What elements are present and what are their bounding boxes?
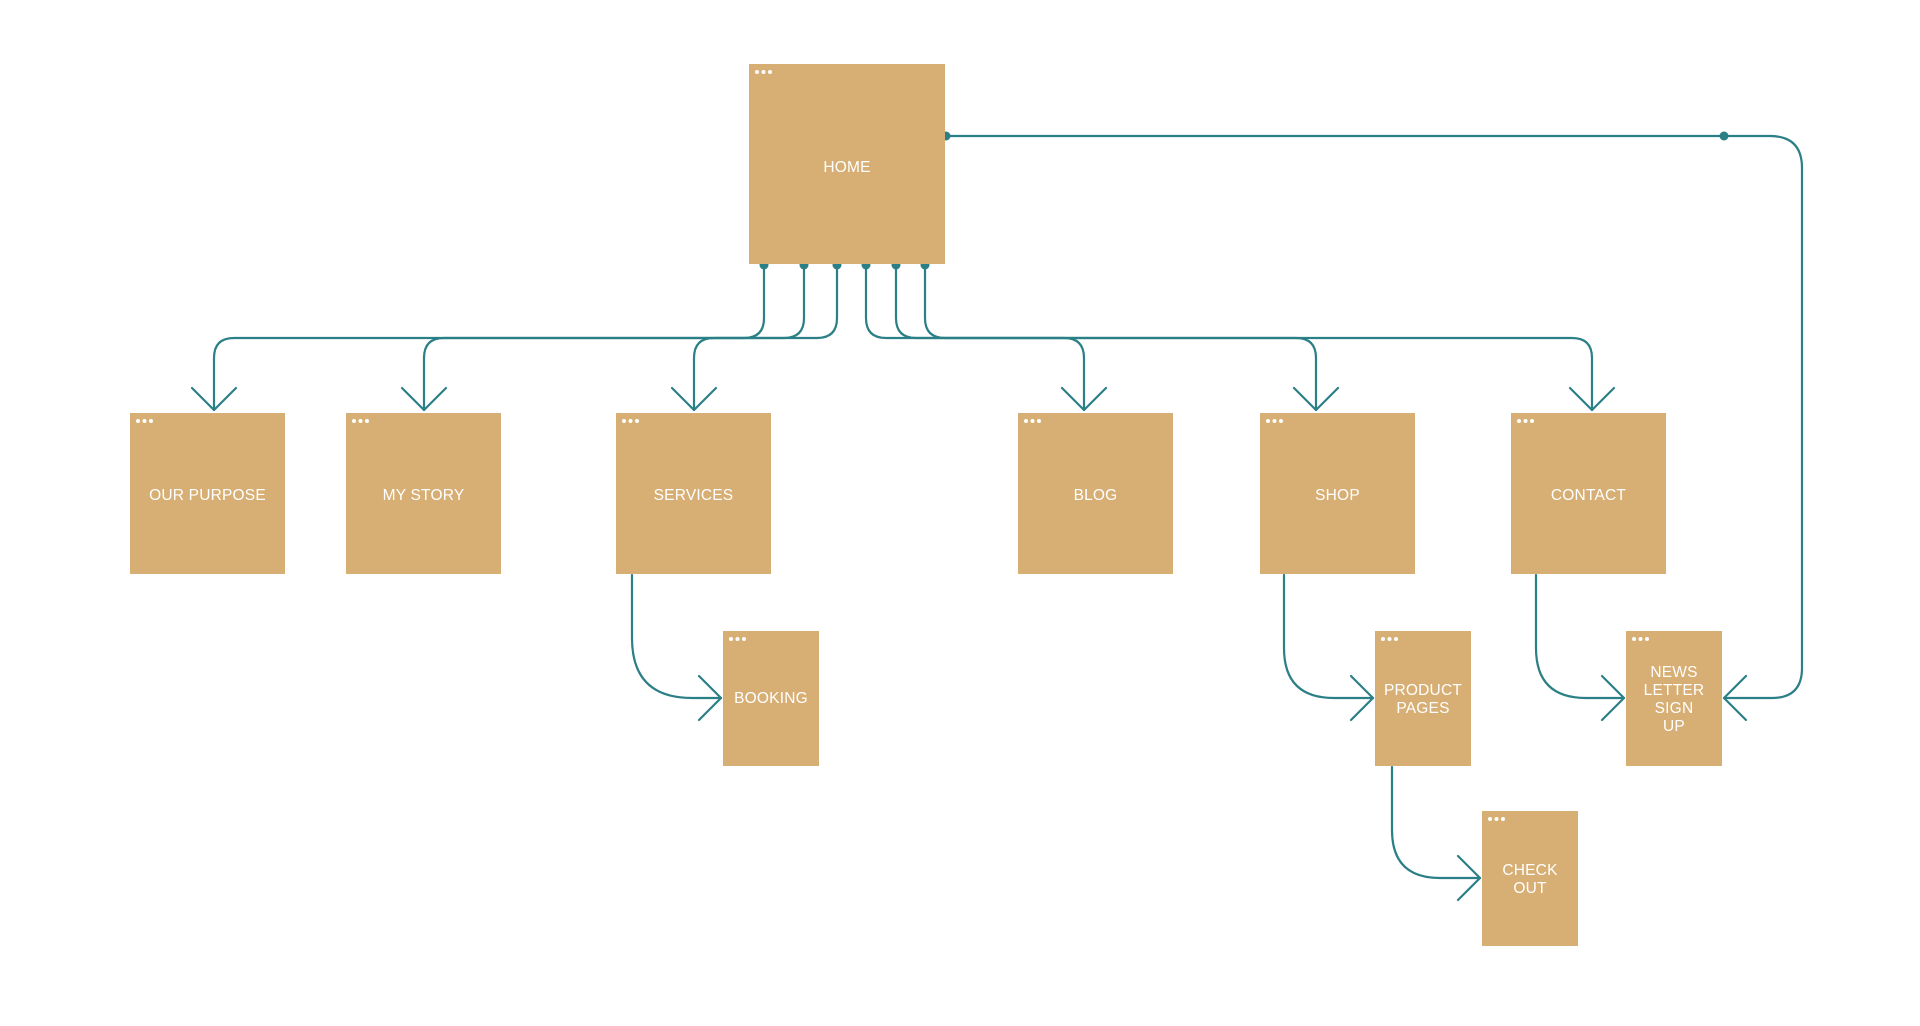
window-dots-icon	[1488, 817, 1505, 821]
page-label: PRODUCT	[1384, 682, 1462, 699]
window-dots-icon	[1266, 419, 1283, 423]
page-node-shop: SHOP	[1260, 413, 1415, 574]
page-box	[1626, 631, 1722, 766]
window-dots-icon	[622, 419, 639, 423]
connector-home-to-our-purpose	[190, 260, 769, 412]
window-dots-icon	[755, 70, 772, 74]
page-label: PAGES	[1396, 700, 1449, 717]
page-node-blog: BLOG	[1018, 413, 1173, 574]
page-label: LETTER	[1644, 682, 1705, 699]
page-node-home: HOME	[749, 64, 945, 264]
page-label: UP	[1663, 718, 1685, 735]
page-node-our-purpose: OUR PURPOSE	[130, 413, 285, 574]
page-box	[1511, 413, 1666, 574]
page-box	[749, 64, 945, 264]
arrow-head-icon	[400, 386, 448, 412]
arrow-head-icon	[670, 386, 718, 412]
window-dots-icon	[1632, 637, 1649, 641]
page-label: CONTACT	[1551, 487, 1626, 504]
connectors-layer	[190, 131, 1804, 902]
page-box	[1375, 631, 1471, 766]
connector-contact-to-newsletter-sign-up	[1534, 573, 1626, 722]
page-node-my-story: MY STORY	[346, 413, 501, 574]
window-dots-icon	[1517, 419, 1534, 423]
connector-dot	[1719, 131, 1729, 141]
arrow-head-icon	[1722, 674, 1748, 722]
arrow-head-icon	[1456, 854, 1482, 902]
window-dots-icon	[352, 419, 369, 423]
arrow-head-icon	[1060, 386, 1108, 412]
page-label: SIGN	[1655, 700, 1694, 717]
page-node-contact: CONTACT	[1511, 413, 1666, 574]
connector-home-to-my-story	[400, 260, 809, 412]
connector-home-to-shop	[891, 260, 1340, 412]
pages-layer: HOME OUR PURPOSE MY STORY SERVICES BLOG SHOP C…	[130, 64, 1722, 946]
window-dots-icon	[136, 419, 153, 423]
connector-services-to-booking	[630, 573, 723, 722]
page-box	[1018, 413, 1173, 574]
page-label: HOME	[823, 159, 870, 176]
page-box	[1482, 811, 1578, 946]
arrow-head-icon	[1568, 386, 1616, 412]
page-label: OUT	[1513, 880, 1547, 897]
connector-product-pages-to-check-out	[1390, 765, 1482, 902]
connector-home-to-contact	[920, 260, 1616, 412]
arrow-head-icon	[1292, 386, 1340, 412]
window-dots-icon	[1381, 637, 1398, 641]
page-box	[346, 413, 501, 574]
connector-home-to-blog	[861, 260, 1108, 412]
arrow-head-icon	[697, 674, 723, 722]
page-node-booking: BOOKING	[723, 631, 819, 766]
page-label: NEWS	[1650, 664, 1697, 681]
window-dots-icon	[1024, 419, 1041, 423]
page-node-services: SERVICES	[616, 413, 771, 574]
page-box	[616, 413, 771, 574]
arrow-head-icon	[1349, 674, 1375, 722]
page-label: SERVICES	[654, 487, 734, 504]
connector-shop-to-product-pages	[1282, 573, 1375, 722]
page-label: SHOP	[1315, 487, 1360, 504]
page-label: OUR PURPOSE	[149, 487, 266, 504]
page-box	[723, 631, 819, 766]
page-label: BOOKING	[734, 690, 808, 707]
arrow-head-icon	[1600, 674, 1626, 722]
arrow-head-icon	[190, 386, 238, 412]
page-label: CHECK	[1502, 862, 1558, 879]
page-box	[1260, 413, 1415, 574]
page-label: BLOG	[1074, 487, 1118, 504]
page-box	[130, 413, 285, 574]
window-dots-icon	[729, 637, 746, 641]
page-label: MY STORY	[383, 487, 465, 504]
